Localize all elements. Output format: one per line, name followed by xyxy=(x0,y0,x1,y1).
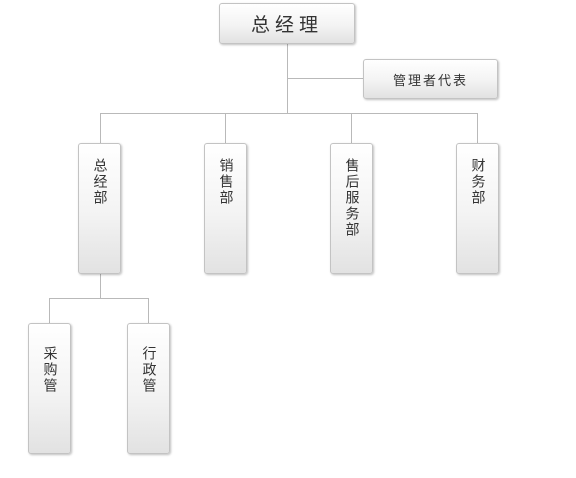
connector-assistant xyxy=(287,78,363,79)
node-department: 售后服务部 xyxy=(330,143,373,274)
node-label: 行政管 xyxy=(140,346,157,394)
node-general-manager: 总经理 xyxy=(219,3,355,44)
node-sub-unit: 行政管 xyxy=(127,323,170,454)
node-label: 销售部 xyxy=(217,158,234,206)
node-label: 采购管 xyxy=(41,346,58,394)
connector-subunit-1 xyxy=(49,298,50,324)
node-department: 财务部 xyxy=(456,143,499,274)
node-department: 总经部 xyxy=(78,143,121,274)
connector-subunit-bus xyxy=(49,298,149,299)
connector-subunit-trunk xyxy=(100,273,101,299)
node-department: 销售部 xyxy=(204,143,247,274)
connector-dept-4 xyxy=(477,113,478,143)
connector-dept-3 xyxy=(351,113,352,143)
node-label: 管理者代表 xyxy=(392,73,468,89)
node-sub-unit: 采购管 xyxy=(28,323,71,454)
node-label: 总经理 xyxy=(250,14,323,36)
node-management-representative: 管理者代表 xyxy=(363,59,498,99)
node-label: 售后服务部 xyxy=(343,158,360,238)
connector-subunit-2 xyxy=(148,298,149,324)
node-label: 财务部 xyxy=(469,158,486,206)
connector-departments-bus xyxy=(100,113,478,114)
connector-dept-2 xyxy=(225,113,226,143)
connector-dept-1 xyxy=(100,113,101,143)
node-label: 总经部 xyxy=(91,158,108,206)
